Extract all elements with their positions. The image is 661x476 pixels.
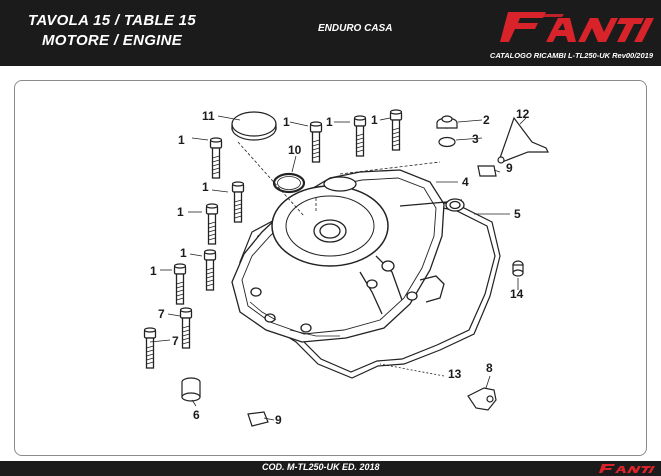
catalog-reference: CATALOGO RICAMBI L-TL250-UK Rev00/2019: [489, 51, 653, 60]
callout-1: 1: [150, 264, 157, 278]
catalog-code: COD. M-TL250-UK ED. 2018: [262, 462, 380, 472]
engine-cover-4: [231, 169, 465, 343]
fantic-logo: [500, 12, 654, 42]
callout-1: 1: [178, 133, 185, 147]
callout-14: 14: [510, 287, 524, 301]
catalog-footer: COD. M-TL250-UK ED. 2018: [0, 461, 661, 476]
callout-10: 10: [288, 143, 302, 157]
callout-11: 11: [202, 109, 215, 123]
callout-7: 7: [158, 307, 165, 321]
callout-1: 1: [283, 115, 290, 129]
callout-1: 1: [177, 205, 184, 219]
callout-12: 12: [516, 107, 530, 121]
table-title: TAVOLA 15 / TABLE 15: [28, 12, 196, 29]
callout-9: 9: [506, 161, 513, 175]
callout-1: 1: [180, 246, 187, 260]
part-callouts: 11 1 1 1 1 2 3 12 10 9 4 1 1 5 1 1 14 7 …: [150, 107, 530, 427]
callout-1: 1: [326, 115, 333, 129]
callout-3: 3: [472, 132, 479, 146]
callout-8: 8: [486, 361, 493, 375]
callout-6: 6: [193, 408, 200, 422]
leader-lines: [149, 115, 527, 421]
callout-13: 13: [448, 367, 462, 381]
model-name: ENDURO CASA: [318, 23, 393, 34]
exploded-engine-diagram: 11 1 1 1 1 2 3 12 10 9 4 1 1 5 1 1 14 7 …: [143, 107, 549, 427]
callout-1: 1: [202, 180, 209, 194]
callout-5: 5: [514, 207, 521, 221]
fantic-logo-small: [599, 464, 655, 473]
diagram-frame: [14, 80, 647, 456]
callout-7: 7: [172, 334, 179, 348]
section-title: MOTORE / ENGINE: [42, 32, 183, 49]
callout-4: 4: [462, 175, 469, 189]
callout-1: 1: [371, 113, 378, 127]
catalog-header: TAVOLA 15 / TABLE 15 MOTORE / ENGINE END…: [0, 0, 661, 66]
callout-9: 9: [275, 413, 282, 427]
cover-parts: [181, 111, 549, 427]
callout-2: 2: [483, 113, 490, 127]
